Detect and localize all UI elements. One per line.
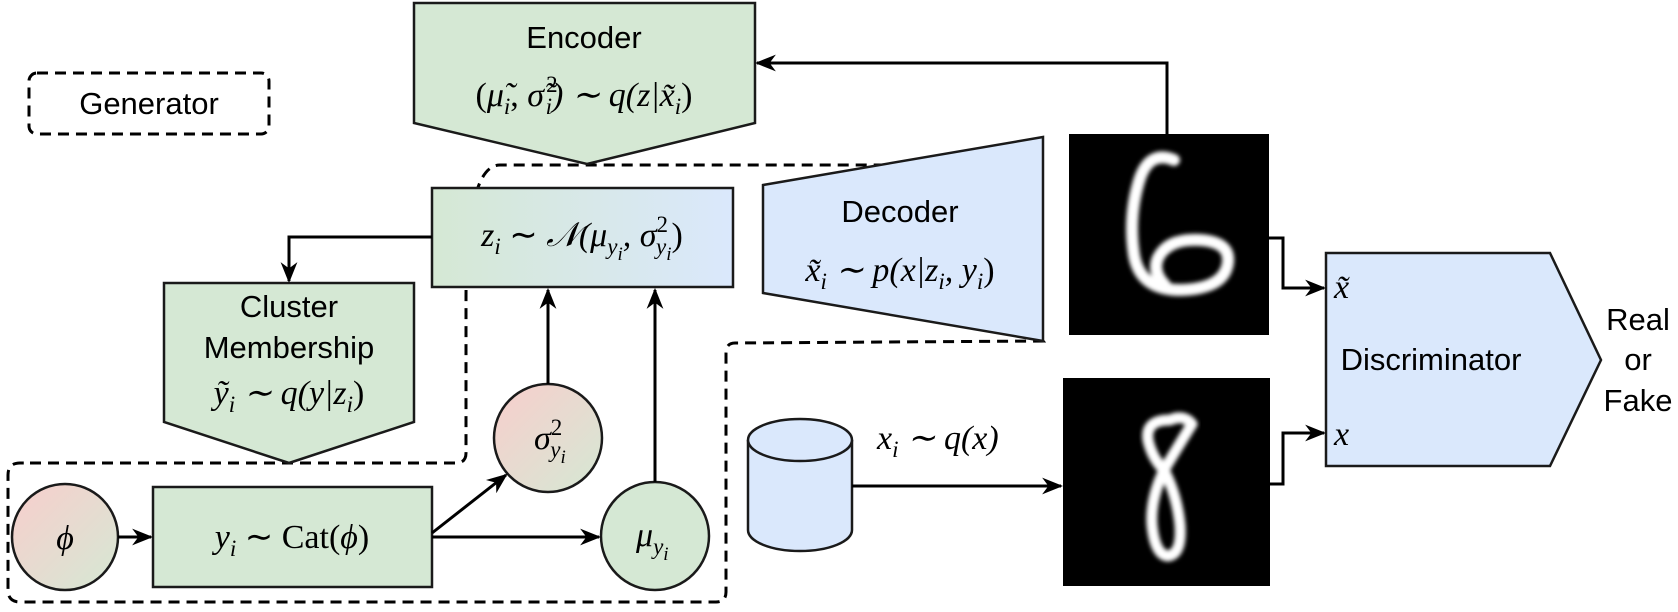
cluster-line2: Membership: [204, 330, 375, 365]
categorical-equation: yi ∼ Cat(ϕ): [212, 519, 369, 561]
arrow-z-to-cluster: [280, 235, 432, 284]
arrow-fake-to-discriminator: [1269, 236, 1327, 297]
discriminator-input-fake: x̃: [1333, 269, 1350, 306]
arrow-cat-to-sigma: [431, 473, 508, 535]
phi-node: ϕ: [10, 482, 120, 592]
cluster-line1: Cluster: [240, 289, 338, 324]
mu-node: μyi: [599, 480, 711, 592]
decoder-title: Decoder: [841, 194, 958, 229]
discriminator-input-real: x: [1333, 416, 1349, 453]
generator-legend-box: [27, 71, 271, 136]
discriminator-block: Discriminator x̃ x: [1324, 251, 1603, 468]
output-fake: Fake: [1604, 383, 1673, 418]
real-digit-image: [1063, 378, 1270, 586]
data-distribution-label: xi ∼ q(x): [876, 420, 999, 462]
arrow-real-to-discriminator: [1270, 424, 1327, 486]
cluster-membership-block: Cluster Membership ỹi ∼ q(y|zi): [162, 281, 416, 465]
output-or: or: [1624, 342, 1652, 377]
generated-digit-image: [1069, 134, 1269, 335]
encoder-title: Encoder: [526, 20, 641, 55]
decoder-equation: x̃i ∼ p(x|zi, yi): [804, 252, 994, 294]
generator-region-outline: [6, 163, 1047, 604]
database-cylinder: [746, 417, 854, 553]
categorical-block: yi ∼ Cat(ϕ): [151, 485, 434, 589]
cluster-equation: ỹi ∼ q(y|zi): [211, 375, 365, 417]
decoder-block: Decoder x̃i ∼ p(x|zi, yi): [761, 135, 1045, 343]
discriminator-title: Discriminator: [1341, 342, 1522, 377]
mu-label: μyi: [635, 517, 669, 565]
arrow-image-to-encoder: [754, 54, 1169, 134]
output-real: Real: [1606, 302, 1670, 337]
phi-label: ϕ: [56, 520, 74, 557]
generator-legend-label: Generator: [79, 86, 219, 121]
